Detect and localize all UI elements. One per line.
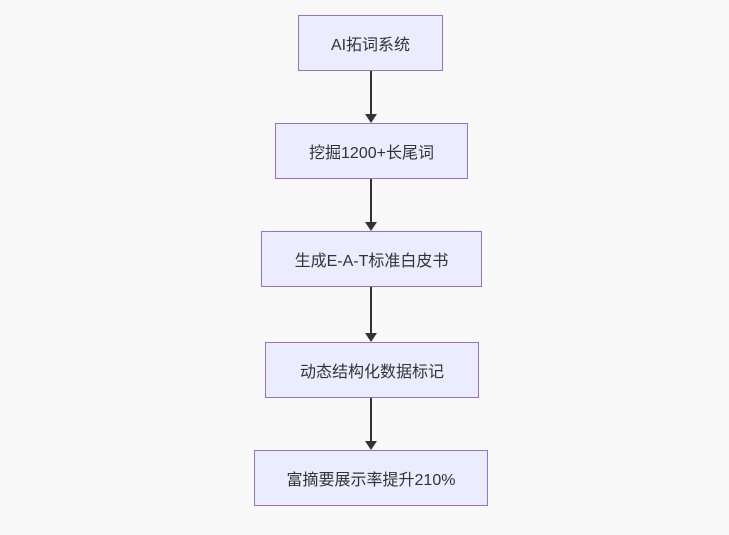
arrowhead-down-icon bbox=[365, 114, 377, 123]
arrow-line bbox=[370, 398, 372, 442]
flowchart-node-ai-keyword-system: AI拓词系统 bbox=[298, 15, 443, 71]
node-label: 动态结构化数据标记 bbox=[299, 364, 444, 381]
node-label: 富摘要展示率提升210% bbox=[286, 472, 456, 489]
node-label: 挖掘1200+长尾词 bbox=[309, 145, 434, 162]
arrow-line bbox=[370, 71, 372, 115]
flow-arrow-4 bbox=[365, 398, 377, 450]
arrowhead-down-icon bbox=[365, 441, 377, 450]
arrowhead-down-icon bbox=[365, 333, 377, 342]
node-label: AI拓词系统 bbox=[330, 37, 411, 54]
arrowhead-down-icon bbox=[365, 222, 377, 231]
arrow-line bbox=[370, 287, 372, 334]
flowchart-node-longtail-mining: 挖掘1200+长尾词 bbox=[275, 123, 468, 179]
flow-arrow-3 bbox=[365, 287, 377, 342]
node-label: 生成E-A-T标准白皮书 bbox=[294, 253, 449, 270]
flowchart-node-structured-data: 动态结构化数据标记 bbox=[265, 342, 479, 398]
flow-arrow-2 bbox=[365, 179, 377, 231]
arrow-line bbox=[370, 179, 372, 223]
flowchart-node-eat-whitepaper: 生成E-A-T标准白皮书 bbox=[261, 231, 482, 287]
flowchart-node-rich-snippet-result: 富摘要展示率提升210% bbox=[254, 450, 488, 506]
flow-arrow-1 bbox=[365, 71, 377, 123]
